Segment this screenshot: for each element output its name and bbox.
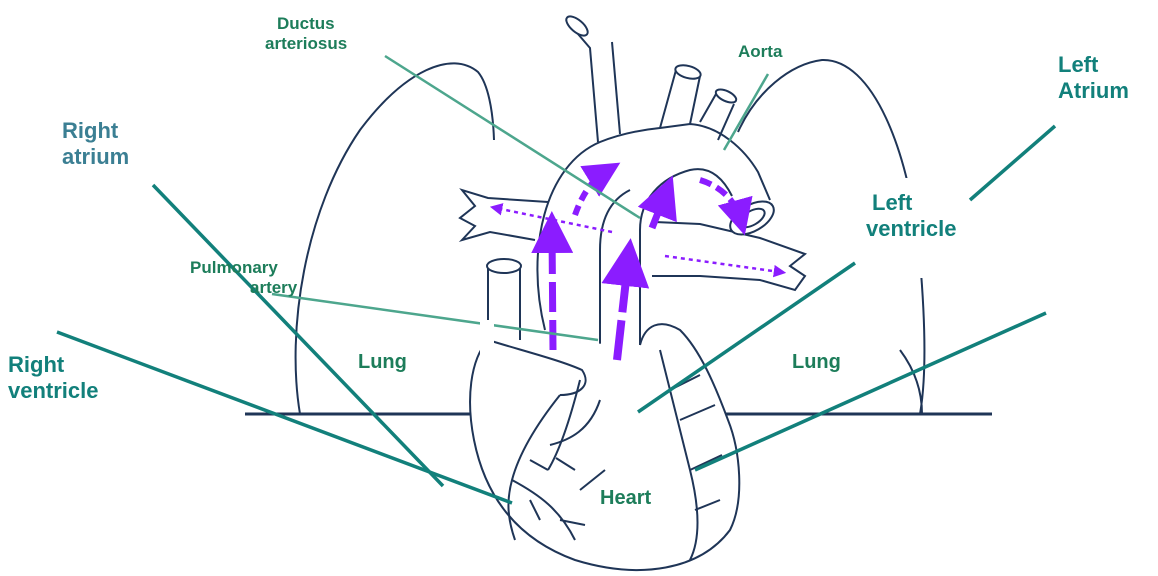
ductus-label-line1: Ductus [265, 14, 347, 34]
right-atrium-line2: atrium [62, 144, 129, 170]
vena-cava-opening [487, 259, 521, 273]
left-lung-label: Lung [358, 350, 407, 374]
aorta-label: Aorta [738, 42, 782, 62]
pulmonary-artery-label: Pulmonary artery [190, 258, 297, 297]
right-ventricle-line2: ventricle [8, 378, 99, 404]
flow-arrow-arch [700, 180, 740, 218]
ductus-arteriosus-label: Ductus arteriosus [265, 14, 347, 53]
left-ventricle-label: Left ventricle [866, 190, 957, 243]
right-atrium-line1: Right [62, 118, 129, 144]
flow-arrow-right-branch [665, 256, 780, 272]
left-atrium-line1: Left [1058, 52, 1129, 78]
heart-label: Heart [600, 486, 651, 510]
left-atrium-line2: Atrium [1058, 78, 1129, 104]
right-ventricle-line1: Right [8, 352, 99, 378]
right-pulmonary-branch [652, 222, 805, 290]
ductus-leader [385, 56, 640, 218]
right-lung-lobe [900, 350, 922, 414]
left-atrium-label: Left Atrium [1058, 52, 1129, 105]
ductus-label-line2: arteriosus [265, 34, 347, 54]
subclavian-opening [714, 87, 738, 105]
carotid-opening [674, 63, 702, 81]
left-ventricle-line2: ventricle [866, 216, 957, 242]
pulmonary-label-line2: artery [190, 278, 297, 298]
left-pulmonary-branch [460, 190, 548, 240]
pulmonary-patch [480, 320, 494, 354]
flow-arrow-left-branch [496, 208, 612, 232]
right-lung-label: Lung [792, 350, 841, 374]
left-atrium-pointer [970, 126, 1055, 200]
right-ventricle-label: Right ventricle [8, 352, 99, 405]
pulmonary-label-line1: Pulmonary [190, 258, 297, 278]
left-ventricle-line1: Left [866, 190, 957, 216]
right-atrium-label: Right atrium [62, 118, 129, 171]
brachiocephalic-trunk [566, 20, 620, 142]
heart-outline [470, 324, 739, 570]
brachiocephalic-opening [563, 13, 591, 39]
right-atrium-pointer [153, 185, 443, 486]
